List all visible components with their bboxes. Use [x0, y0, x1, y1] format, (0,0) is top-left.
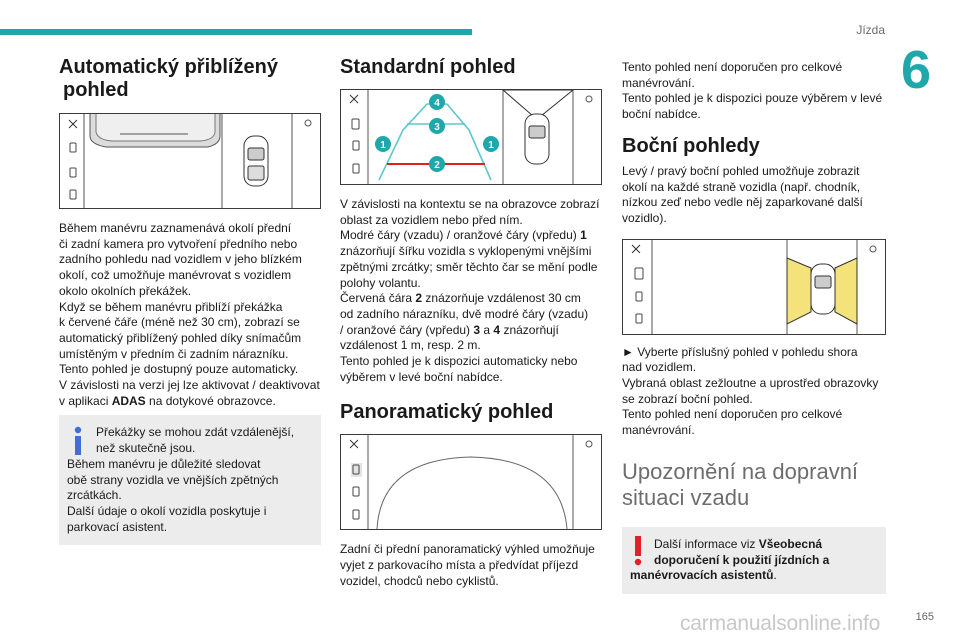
panoramic-view-description: Zadní či přední panoramatický výhled umo… [340, 542, 595, 588]
column-auto-zoom: Automatický přiblížený pohled Během mané… [59, 56, 321, 546]
side-views-illustration [631, 239, 877, 334]
marker-3: 3 [434, 122, 440, 133]
marker-1-left: 1 [380, 140, 386, 151]
warning-icon [634, 535, 642, 566]
marker-2: 2 [434, 160, 440, 171]
heading-side-views: Boční pohledy [622, 134, 760, 157]
chapter-number: 6 [900, 40, 932, 100]
header-accent-bar [0, 29, 472, 35]
section-name: Jízda [856, 23, 885, 37]
panoramic-view-illustration [349, 435, 593, 530]
marker-1-right: 1 [488, 140, 494, 151]
info-note: Překážky se mohou zdát vzdálenější,než s… [59, 415, 321, 546]
standard-view-description: V závislosti na kontextu se na obrazovce… [340, 197, 600, 384]
screen-side-views [622, 238, 886, 335]
column-standard-panoramic: Standardní pohled 4 3 1 1 2 [340, 56, 602, 590]
side-views-description: Levý / pravý boční pohled umožňuje zobra… [622, 163, 863, 225]
heading-standard-view: Standardní pohled [340, 56, 516, 78]
side-views-instructions: ► Vyberte příslušný pohled v pohledu sho… [622, 344, 879, 438]
heading-panoramic-view: Panoramatický pohled [340, 401, 554, 424]
auto-zoom-illustration [68, 114, 312, 208]
page-number: 165 [915, 611, 934, 623]
watermark: carmanualsonline.info [680, 612, 881, 635]
standard-view-illustration: 4 3 1 1 2 [349, 90, 593, 184]
screen-panoramic-view [340, 434, 602, 531]
info-icon [74, 427, 82, 456]
screen-standard-view: 4 3 1 1 2 [340, 89, 602, 185]
marker-4: 4 [434, 98, 440, 109]
heading-auto-zoom: Automatický přiblížený pohled [59, 56, 278, 101]
screen-auto-zoom [59, 113, 321, 209]
